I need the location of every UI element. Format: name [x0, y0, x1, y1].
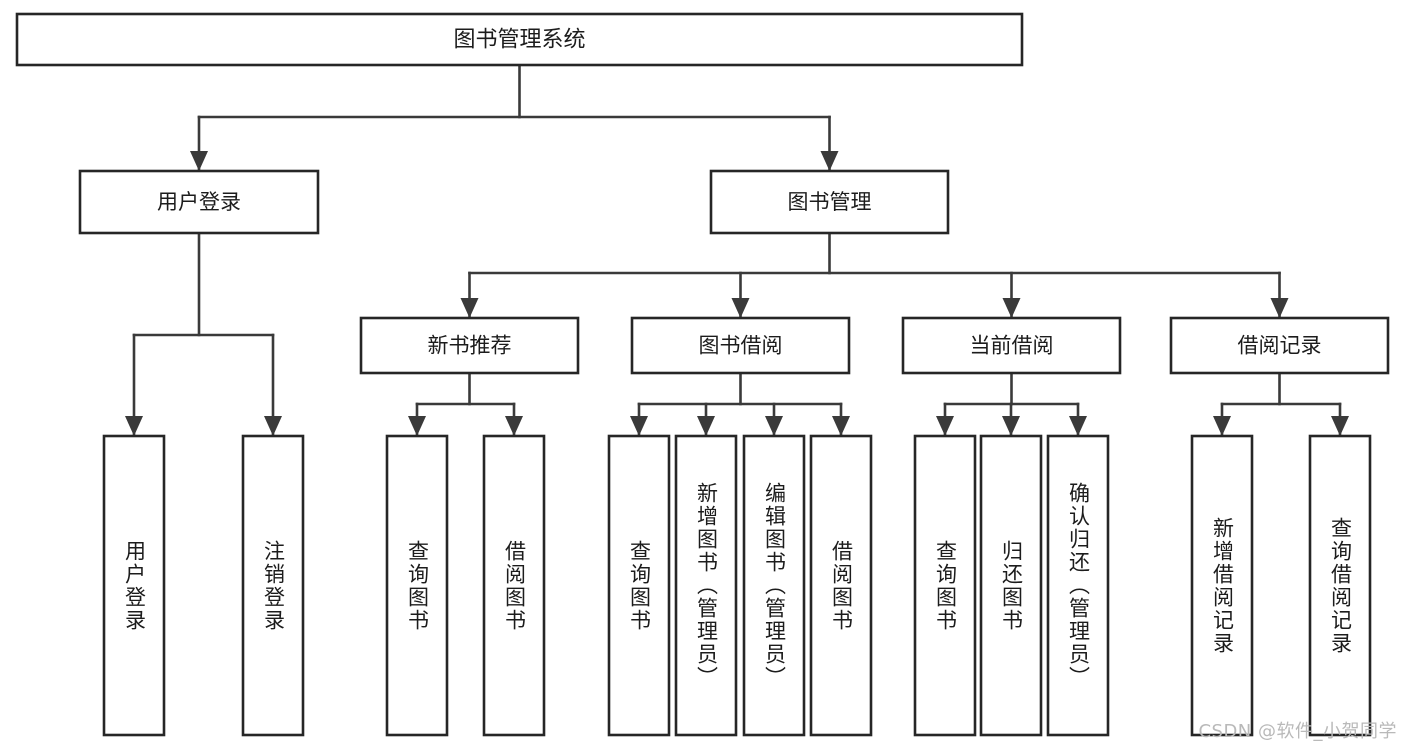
node-box-root[interactable]	[15, 12, 1024, 67]
arrow-head-borrow-record	[1270, 298, 1289, 318]
node-label-user-login: 用户登录	[157, 190, 241, 214]
node-leaf-query-book-2[interactable]	[607, 434, 671, 737]
node-leaf-user-login[interactable]	[102, 434, 166, 737]
node-box-new-book-rec[interactable]	[359, 316, 580, 375]
node-box-current-borrow[interactable]	[901, 316, 1122, 375]
arrow-head-leaf-edit-book	[765, 416, 783, 436]
node-box-leaf-query-book-1[interactable]	[385, 434, 449, 737]
node-box-leaf-borrow-book-2[interactable]	[809, 434, 873, 737]
arrow-head-leaf-add-book	[697, 416, 715, 436]
node-box-leaf-borrow-book-1[interactable]	[482, 434, 546, 737]
node-box-leaf-confirm-return[interactable]	[1046, 434, 1110, 737]
node-leaf-add-record[interactable]	[1190, 434, 1254, 737]
arrow-head-leaf-query-book-2	[630, 416, 648, 436]
node-box-leaf-add-record[interactable]	[1190, 434, 1254, 737]
node-box-user-login[interactable]	[78, 169, 320, 235]
node-box-borrow-record[interactable]	[1169, 316, 1390, 375]
node-leaf-user-logout[interactable]	[241, 434, 305, 737]
arrow-head-leaf-user-logout	[264, 416, 282, 436]
node-box-leaf-user-login[interactable]	[102, 434, 166, 737]
connector-layer	[125, 63, 1349, 436]
node-box-leaf-query-book-3[interactable]	[913, 434, 977, 737]
node-box-leaf-return-book[interactable]	[979, 434, 1043, 737]
arrow-head-leaf-query-record	[1331, 416, 1349, 436]
node-label-current-borrow: 当前借阅	[970, 334, 1054, 358]
arrow-head-book-manage	[820, 151, 839, 171]
arrow-head-current-borrow	[1002, 298, 1021, 318]
node-book-manage[interactable]: 图书管理	[709, 169, 950, 235]
node-leaf-query-record[interactable]	[1308, 434, 1372, 737]
arrow-head-leaf-add-record	[1213, 416, 1231, 436]
arrow-head-new-book-rec	[460, 298, 479, 318]
node-label-book-manage: 图书管理	[788, 190, 872, 214]
arrow-head-leaf-borrow-book-1	[505, 416, 523, 436]
arrow-head-leaf-query-book-3	[936, 416, 954, 436]
node-label-book-borrow: 图书借阅	[699, 334, 783, 358]
node-box-book-manage[interactable]	[709, 169, 950, 235]
node-label-root: 图书管理系统	[453, 28, 585, 53]
watermark-text: CSDN @软件_小贺同学	[1198, 721, 1397, 742]
node-leaf-confirm-return[interactable]	[1046, 434, 1110, 737]
node-box-book-borrow[interactable]	[630, 316, 851, 375]
node-leaf-query-book-3[interactable]	[913, 434, 977, 737]
node-box-leaf-add-book[interactable]	[674, 434, 738, 737]
node-leaf-borrow-book-2[interactable]	[809, 434, 873, 737]
arrow-head-leaf-user-login	[125, 416, 143, 436]
node-root[interactable]: 图书管理系统	[15, 12, 1024, 67]
arrow-head-leaf-query-book-1	[408, 416, 426, 436]
node-book-borrow[interactable]: 图书借阅	[630, 316, 851, 375]
node-leaf-add-book[interactable]	[674, 434, 738, 737]
node-box-leaf-edit-book[interactable]	[742, 434, 806, 737]
node-label-borrow-record: 借阅记录	[1238, 334, 1322, 358]
node-box-leaf-query-book-2[interactable]	[607, 434, 671, 737]
arrow-head-user-login	[190, 151, 208, 171]
arrow-head-leaf-borrow-book-2	[832, 416, 850, 436]
arrow-head-book-borrow	[731, 298, 750, 318]
node-borrow-record[interactable]: 借阅记录	[1169, 316, 1390, 375]
node-leaf-borrow-book-1[interactable]	[482, 434, 546, 737]
node-box-leaf-query-record[interactable]	[1308, 434, 1372, 737]
arrow-head-leaf-return-book	[1002, 416, 1020, 436]
node-new-book-rec[interactable]: 新书推荐	[359, 316, 580, 375]
node-current-borrow[interactable]: 当前借阅	[901, 316, 1122, 375]
node-leaf-query-book-1[interactable]	[385, 434, 449, 737]
node-leaf-edit-book[interactable]	[742, 434, 806, 737]
node-user-login[interactable]: 用户登录	[78, 169, 320, 235]
node-label-new-book-rec: 新书推荐	[428, 334, 512, 358]
node-leaf-return-book[interactable]	[979, 434, 1043, 737]
node-box-leaf-user-logout[interactable]	[241, 434, 305, 737]
arrow-head-leaf-confirm-return	[1069, 416, 1087, 436]
